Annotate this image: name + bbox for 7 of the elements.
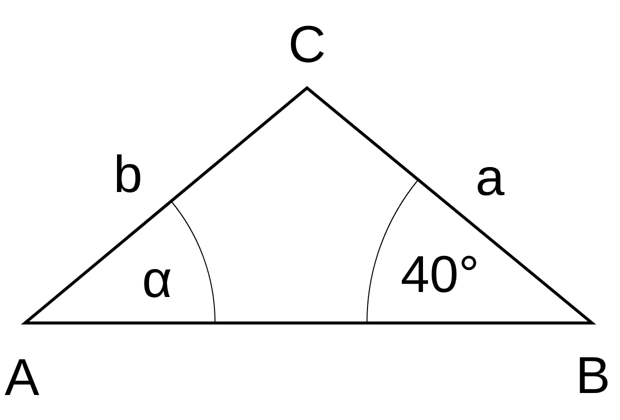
vertex-label: B xyxy=(576,350,610,402)
angle-label: α xyxy=(142,254,172,306)
vertex-label: C xyxy=(288,19,326,71)
angle-label: 40° xyxy=(400,249,480,301)
vertex-label: A xyxy=(4,352,40,404)
side-label: a xyxy=(476,152,504,204)
side-label: b xyxy=(114,149,142,201)
